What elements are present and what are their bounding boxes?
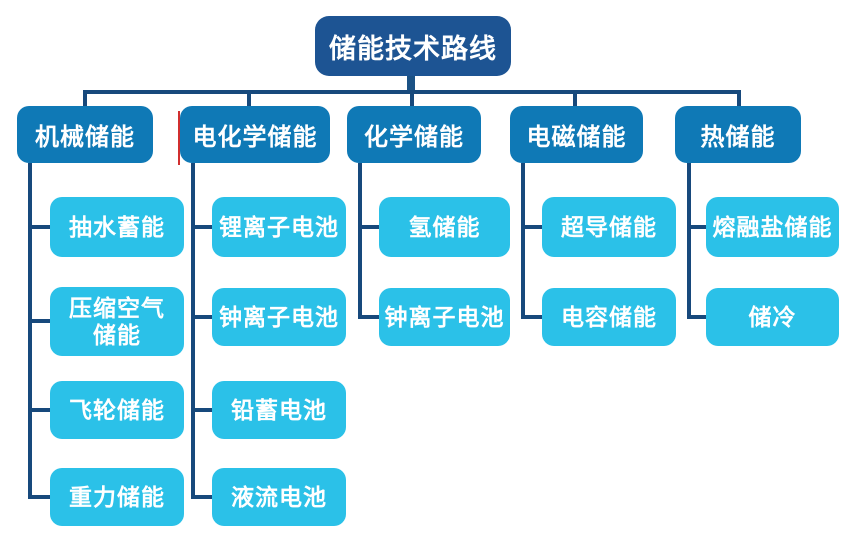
connector-drop-4 xyxy=(573,90,577,108)
connector-stub xyxy=(191,408,214,412)
connector-drop-1 xyxy=(83,90,87,108)
connector-stub xyxy=(191,225,214,229)
connector-stub xyxy=(358,225,381,229)
leaf-lithium-ion-battery: 锂离子电池 xyxy=(212,197,346,257)
leaf-zhong-ion-battery: 钟离子电池 xyxy=(212,288,346,346)
connector-spine-thermal xyxy=(687,163,691,319)
connector-spine-electrochemical xyxy=(191,163,195,499)
category-electrochemical-storage: 电化学储能 xyxy=(180,106,330,163)
connector-drop-3 xyxy=(410,90,414,108)
leaf-hydrogen-storage: 氢储能 xyxy=(379,197,510,257)
leaf-cold-storage: 储冷 xyxy=(706,288,839,346)
leaf-lead-acid-battery: 铅蓄电池 xyxy=(212,381,346,439)
connector-drop-5 xyxy=(737,90,741,108)
leaf-capacitor-storage: 电容储能 xyxy=(542,288,676,346)
category-thermal-storage: 热储能 xyxy=(675,106,801,163)
connector-stub xyxy=(358,315,381,319)
leaf-pumped-hydro: 抽水蓄能 xyxy=(50,197,184,257)
connector-drop-2 xyxy=(247,90,251,108)
leaf-molten-salt-storage: 熔融盐储能 xyxy=(706,197,839,257)
connector-stub xyxy=(191,495,214,499)
connector-stub xyxy=(28,495,52,499)
leaf-zhong-ion-battery-2: 钟离子电池 xyxy=(379,288,510,346)
leaf-superconducting-storage: 超导储能 xyxy=(542,197,676,257)
connector-stub xyxy=(687,315,708,319)
connector-stub xyxy=(521,225,544,229)
connector-stub xyxy=(28,225,52,229)
root-node-title: 储能技术路线 xyxy=(315,16,511,76)
category-electromagnetic-storage: 电磁储能 xyxy=(510,106,643,163)
connector-stub xyxy=(28,408,52,412)
leaf-compressed-air: 压缩空气储能 xyxy=(50,287,184,356)
leaf-gravity: 重力储能 xyxy=(50,468,184,526)
connector-root-stub xyxy=(407,74,415,92)
connector-spine-electromagnetic xyxy=(521,163,525,319)
leaf-flywheel: 飞轮储能 xyxy=(50,381,184,439)
category-mechanical-storage: 机械储能 xyxy=(17,106,153,163)
leaf-flow-battery: 液流电池 xyxy=(212,468,346,526)
connector-spine-chemical xyxy=(358,163,362,319)
connector-spine-mechanical xyxy=(28,163,32,499)
connector-stub xyxy=(28,319,52,323)
category-chemical-storage: 化学储能 xyxy=(347,106,481,163)
red-edge-artifact xyxy=(178,111,180,165)
connector-stub xyxy=(191,315,214,319)
connector-stub xyxy=(521,315,544,319)
connector-stub xyxy=(687,225,708,229)
